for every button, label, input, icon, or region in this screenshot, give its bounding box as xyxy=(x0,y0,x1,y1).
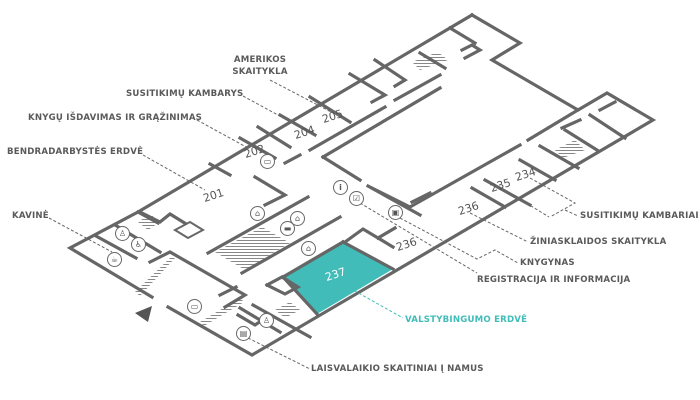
label-knygu-isdavimas[interactable]: KNYGŲ IŠDAVIMAS IR GRĄŽINIMAS xyxy=(28,113,203,123)
hanger-icon: ⌂ xyxy=(290,211,305,226)
hanger-icon: ⌂ xyxy=(250,206,265,221)
label-susitikimu-kambariai[interactable]: SUSITIKIMŲ KAMBARIAI xyxy=(580,211,699,221)
label-valstybingumo[interactable]: VALSTYBINGUMO ERDVĖ xyxy=(405,315,528,325)
label-laisvalaikio[interactable]: LAISVALAIKIO SKAITINIAI Į NAMUS xyxy=(311,364,484,374)
stairs xyxy=(135,256,175,296)
checkbox-icon: ☑ xyxy=(349,191,364,206)
label-bendradarbystes[interactable]: BENDRADARBYSTĖS ERDVĖ xyxy=(7,147,144,157)
laptop-icon: ▭ xyxy=(187,299,202,314)
book-icon: ▤ xyxy=(236,326,251,341)
elevator xyxy=(172,220,206,240)
stairs xyxy=(215,227,290,270)
stairs xyxy=(200,298,244,326)
toilet-icon: ♙ xyxy=(259,313,274,328)
toilet-icon: ♙ xyxy=(115,226,130,241)
bag-icon: ▣ xyxy=(388,205,403,220)
label-ziniasklaidos[interactable]: ŽINIASKLAIDOS SKAITYKLA xyxy=(530,237,667,247)
wheelchair-icon: ♿ xyxy=(131,237,146,252)
label-kavine[interactable]: KAVINĖ xyxy=(12,211,49,221)
label-amerikos[interactable]: AMERIKOS SKAITYKLA xyxy=(232,54,288,78)
label-registracija[interactable]: REGISTRACIJA IR INFORMACIJA xyxy=(477,275,631,285)
info-icon: i xyxy=(333,180,348,195)
label-susitikimu-kambarys[interactable]: SUSITIKIMŲ KAMBARYS xyxy=(126,89,244,99)
label-knygynas[interactable]: KNYGYNAS xyxy=(520,258,575,268)
hanger-icon: ⌂ xyxy=(301,241,316,256)
locker-icon: ▬ xyxy=(280,221,295,236)
label-line: AMERIKOS xyxy=(233,55,287,65)
entrance-arrow-icon xyxy=(135,306,152,322)
label-line: SKAITYKLA xyxy=(232,67,288,77)
stairs xyxy=(555,140,585,158)
stairs xyxy=(412,52,448,70)
room-237-highlight[interactable] xyxy=(283,242,393,314)
stairs xyxy=(275,302,300,318)
cup-icon: ☕ xyxy=(107,252,122,267)
laptop-icon: ▭ xyxy=(260,154,275,169)
